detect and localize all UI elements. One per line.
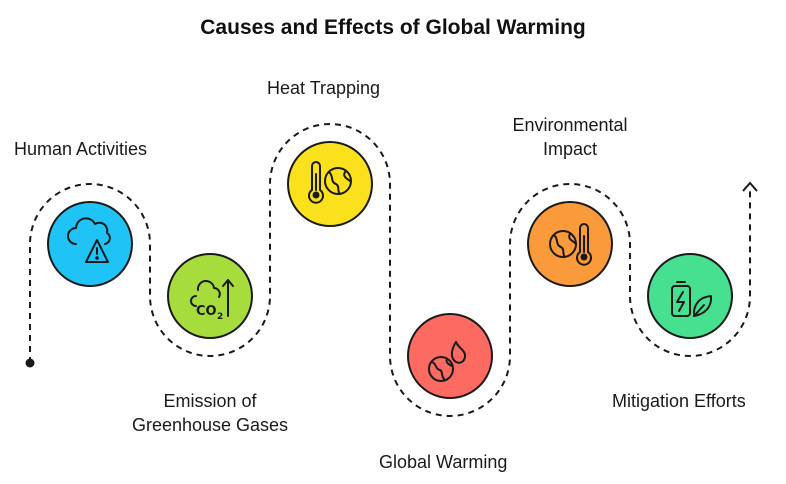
- label-line: Environmental: [512, 115, 628, 135]
- globe-thermometer-icon: [549, 223, 592, 266]
- step-human-activities: [47, 201, 133, 287]
- label-line: Emission of: [163, 391, 257, 411]
- label-human-activities: Human Activities: [14, 137, 147, 161]
- step-circle: [167, 253, 253, 339]
- step-environmental-impact: [527, 201, 613, 287]
- globe-fire-icon: [428, 341, 467, 382]
- label-mitigation-efforts: Mitigation Efforts: [612, 389, 746, 413]
- label-global-warming: Global Warming: [379, 450, 507, 474]
- co2-subscript-glyph: 2: [217, 312, 223, 322]
- co2-glyph: CO: [196, 304, 217, 319]
- step-circle: [47, 201, 133, 287]
- label-line: Impact: [542, 139, 598, 159]
- thermometer-globe-icon: [308, 161, 352, 204]
- label-line: Human Activities: [14, 139, 148, 159]
- label-line: Greenhouse Gases: [131, 415, 289, 435]
- step-circle: [287, 141, 373, 227]
- label-line: Heat Trapping: [267, 78, 381, 98]
- diagram-title: Causes and Effects of Global Warming: [200, 16, 586, 39]
- flow-end-arrowhead: [742, 181, 758, 192]
- cloud-warning-icon: [67, 217, 111, 263]
- label-emission-of-greenhouse-gases: Emission of Greenhouse Gases: [124, 389, 296, 437]
- co2-rising-icon: [190, 279, 234, 317]
- step-mitigation-efforts: [647, 253, 733, 339]
- flow-start-dot: [25, 358, 35, 368]
- step-circle: [407, 313, 493, 399]
- step-circle: [527, 201, 613, 287]
- step-emission-of-greenhouse-gases: CO 2: [167, 253, 253, 339]
- step-global-warming: [407, 313, 493, 399]
- label-heat-trapping: Heat Trapping: [267, 76, 380, 100]
- label-line: Mitigation Efforts: [612, 391, 746, 411]
- dashed-flow-path: [29, 123, 751, 417]
- battery-leaf-icon: [671, 281, 713, 317]
- label-environmental-impact: Environmental Impact: [490, 113, 650, 161]
- label-line: Global Warming: [379, 452, 508, 472]
- step-heat-trapping: [287, 141, 373, 227]
